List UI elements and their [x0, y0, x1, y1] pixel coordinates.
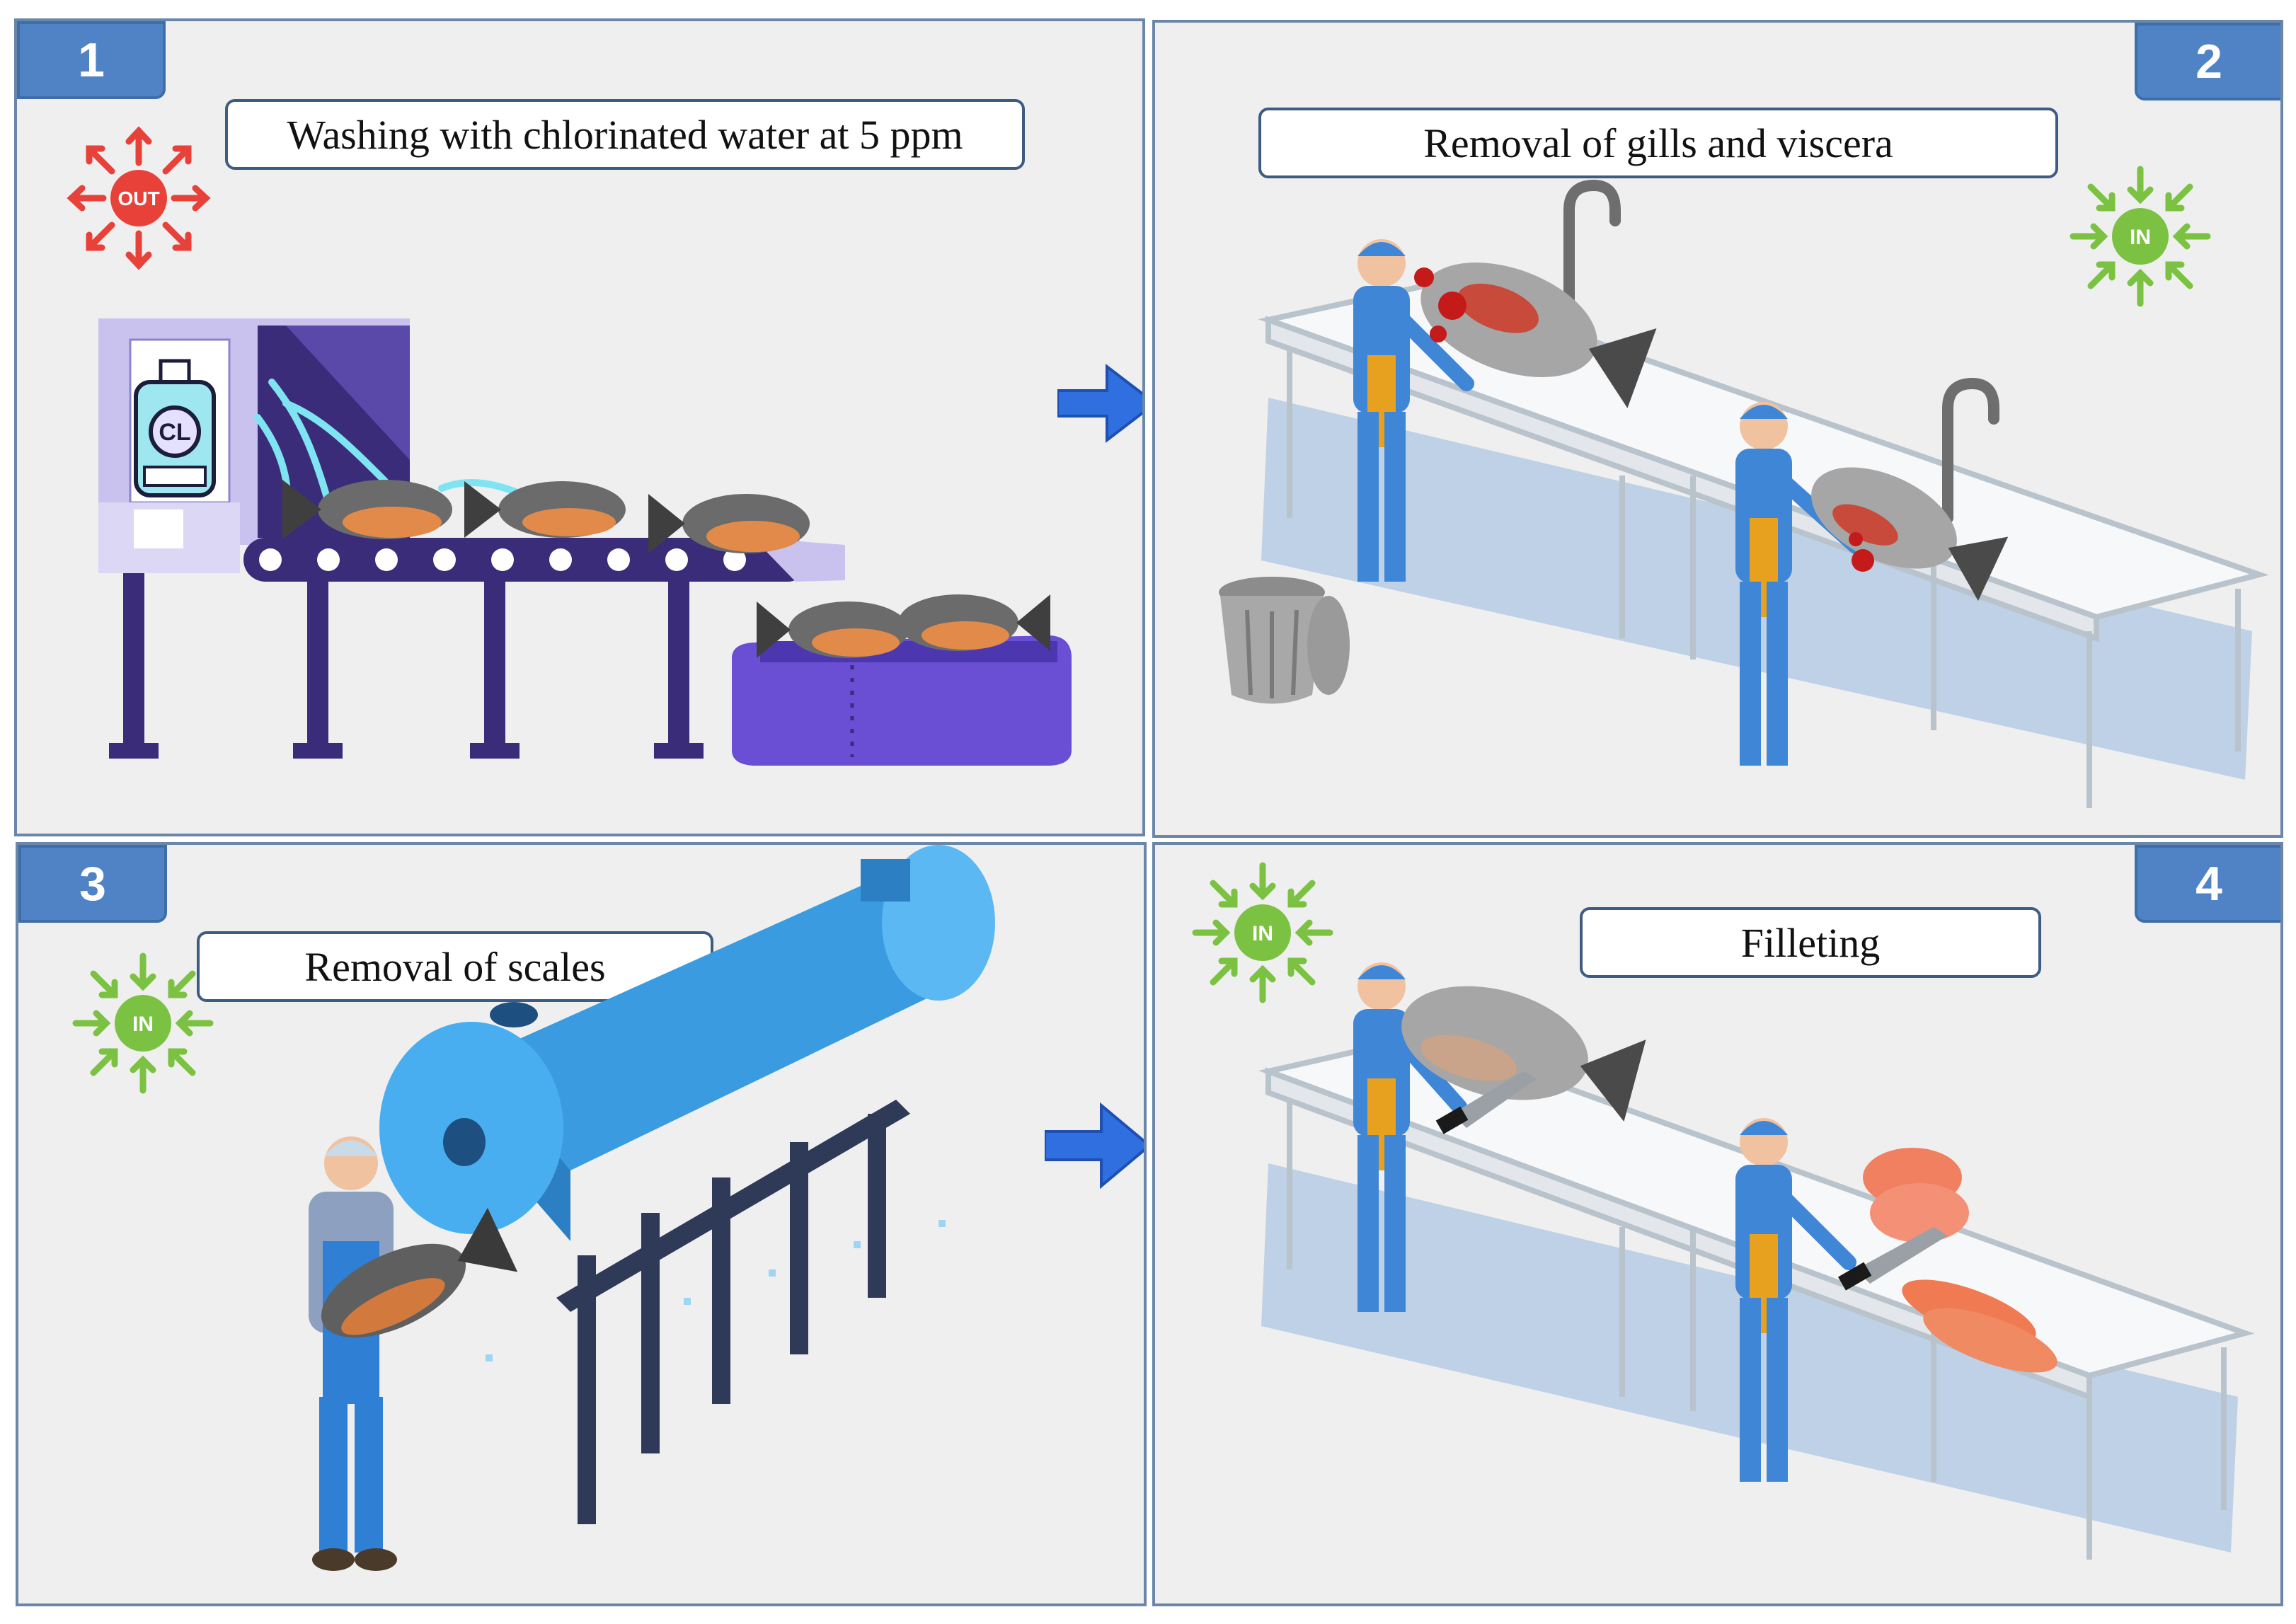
step-label: Filleting	[1580, 907, 2041, 978]
worker-figure	[309, 1136, 397, 1571]
in-badge-text: IN	[132, 1013, 154, 1036]
worker-figure	[1353, 239, 1474, 582]
in-direction-icon: IN	[1192, 862, 1333, 1003]
step-2-panel: 2 Removal of gills and viscera IN	[1152, 20, 2283, 838]
step-label: Washing with chlorinated water at 5 ppm	[225, 99, 1025, 170]
flow-arrow-icon	[1045, 1102, 1144, 1190]
step-1-panel: 1 Washing with chlorinated water at 5 pp…	[14, 18, 1145, 836]
step-label: Removal of gills and viscera	[1258, 108, 2058, 178]
step-number-badge: 4	[2135, 845, 2280, 923]
fish-icon	[1401, 986, 1646, 1122]
filleting-illustration: IN	[1192, 862, 2255, 1560]
worker-figure	[1735, 402, 1864, 766]
descaling-machine	[379, 845, 995, 1524]
descaling-illustration: IN	[72, 845, 995, 1571]
washing-illustration: OUT CL	[67, 126, 1072, 766]
fish-icon	[282, 480, 1050, 658]
collection-bin	[732, 635, 1072, 766]
in-badge-text: IN	[2130, 226, 2151, 249]
fish-icon	[1420, 263, 2009, 601]
knife-icon	[1435, 1071, 1948, 1291]
step-label: Removal of scales	[197, 931, 713, 1002]
step-4-panel: 4 Filleting IN	[1152, 842, 2283, 1606]
salmon-fillet	[1863, 1148, 2057, 1373]
worker-figure	[1353, 962, 1467, 1312]
blood-splatter	[1414, 267, 1874, 572]
out-direction-icon: OUT	[67, 126, 211, 270]
step-number-badge: 3	[18, 845, 167, 923]
out-badge-text: OUT	[117, 188, 159, 209]
in-badge-text: IN	[1252, 922, 1273, 945]
conveyor-belt	[109, 538, 845, 759]
fish-icon	[321, 1207, 518, 1338]
trash-can-icon	[1219, 577, 1350, 704]
step-3-panel: 3 Removal of scales IN	[16, 842, 1147, 1606]
in-direction-icon: IN	[2070, 166, 2211, 307]
svg-text:CL: CL	[159, 419, 190, 446]
chlorine-bottle-icon: CL	[134, 359, 216, 497]
gutting-illustration: IN	[1219, 166, 2269, 808]
step-number-badge: 2	[2135, 23, 2280, 100]
faucet-icon	[1563, 179, 1999, 524]
flow-arrow-icon	[1057, 363, 1142, 444]
worker-figure	[1735, 1118, 1856, 1482]
in-direction-icon: IN	[72, 952, 214, 1094]
step-number-badge: 1	[17, 21, 166, 99]
